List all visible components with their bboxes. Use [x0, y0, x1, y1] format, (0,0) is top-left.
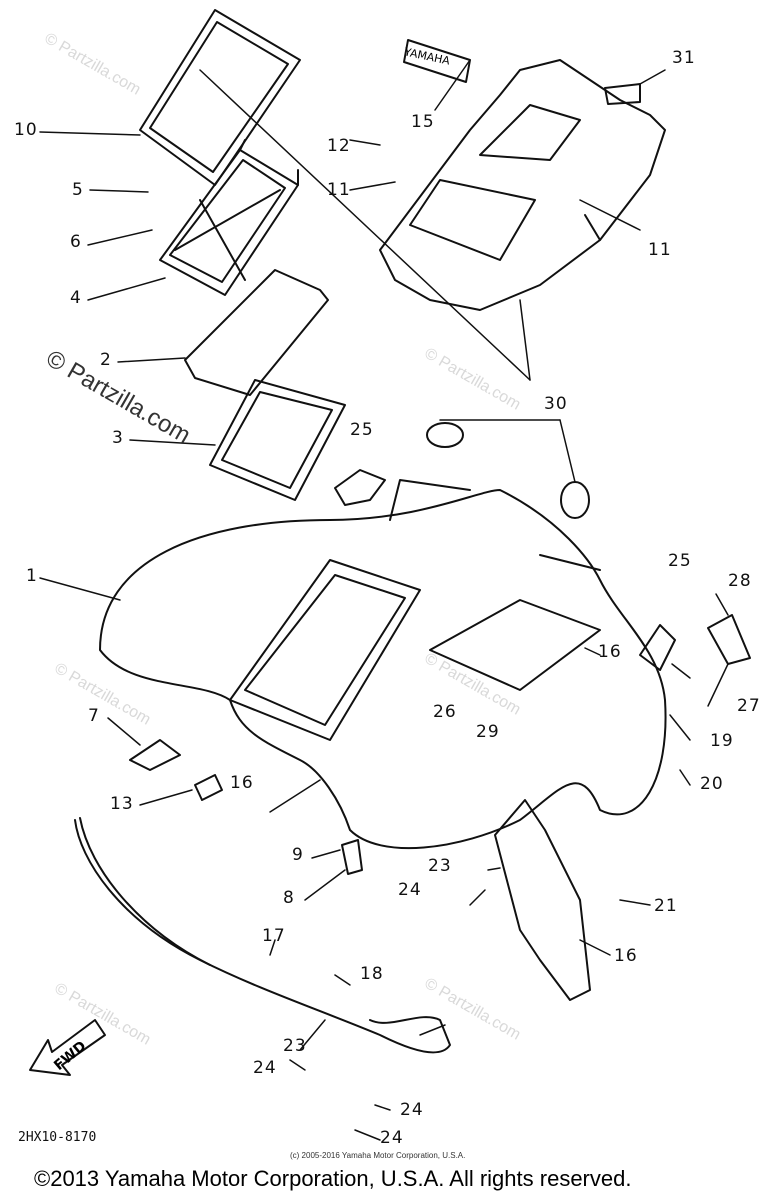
part-4-holder	[159, 139, 299, 296]
callout-19[interactable]: 18	[360, 964, 384, 984]
small-copyright: (c) 2005-2016 Yamaha Motor Corporation, …	[290, 1151, 466, 1160]
callout-24-upper[interactable]: 24	[398, 880, 422, 900]
callout-22[interactable]: 21	[654, 896, 678, 916]
copyright-notice: ©2013 Yamaha Motor Corporation, U.S.A. A…	[34, 1166, 632, 1191]
callout-16-right[interactable]: 16	[598, 642, 622, 662]
part-11-cover	[379, 59, 666, 311]
callout-7[interactable]: 7	[88, 706, 100, 726]
part-18-bar	[74, 817, 451, 1054]
callout-27[interactable]: 27	[737, 696, 761, 716]
callout-24-lower[interactable]: 24	[380, 1128, 404, 1148]
callout-25-left[interactable]: 25	[350, 420, 374, 440]
callout-2[interactable]: 2	[100, 350, 112, 370]
part-10-frame	[139, 9, 301, 186]
callout-6[interactable]: 6	[70, 232, 82, 252]
callout-16-left[interactable]: 16	[230, 773, 254, 793]
callout-29[interactable]: 29	[476, 722, 500, 742]
part-14-clip	[194, 774, 223, 801]
part-3-filter	[209, 379, 346, 501]
leader-lines	[39, 59, 729, 1141]
callout-11[interactable]: 11	[648, 240, 672, 260]
callout-15[interactable]: 15	[411, 112, 435, 132]
callout-12[interactable]: 12	[327, 136, 351, 156]
drawing-code: 2HX10-8170	[18, 1130, 97, 1145]
callout-23-lower[interactable]: 24	[400, 1100, 424, 1120]
callout-25-right[interactable]: 25	[668, 551, 692, 571]
part-25-clip	[334, 469, 676, 671]
callout-17[interactable]: 16	[614, 946, 638, 966]
callout-13[interactable]: 11	[327, 180, 351, 200]
callout-21[interactable]: 20	[700, 774, 724, 794]
callout-9[interactable]: 9	[292, 845, 304, 865]
callout-5[interactable]: 5	[72, 180, 84, 200]
part-15-decal	[403, 39, 471, 83]
callout-4[interactable]: 4	[70, 288, 82, 308]
callout-20[interactable]: 19	[710, 731, 734, 751]
callout-3[interactable]: 3	[112, 428, 124, 448]
callout-8[interactable]: 8	[283, 888, 295, 908]
callout-1[interactable]: 1	[26, 566, 38, 586]
callout-18[interactable]: 17	[262, 926, 286, 946]
part-7-bracket	[129, 739, 181, 771]
callout-14[interactable]: 13	[110, 794, 134, 814]
callout-10[interactable]: 10	[14, 120, 38, 140]
callout-23-upper[interactable]: 23	[428, 856, 452, 876]
callout-30[interactable]: 30	[544, 394, 568, 414]
callout-31[interactable]: 31	[672, 48, 696, 68]
part-31-decal	[604, 83, 641, 105]
part-8-bolt	[341, 839, 363, 875]
part-1-fender	[99, 479, 667, 850]
part-28-decal	[707, 614, 751, 665]
fwd-arrow	[29, 1019, 106, 1076]
callout-23-left[interactable]: 23	[283, 1036, 307, 1056]
callout-28[interactable]: 28	[728, 571, 752, 591]
callout-24-left[interactable]: 24	[253, 1058, 277, 1078]
callout-26[interactable]: 26	[433, 702, 457, 722]
part-17-flap	[494, 799, 591, 1001]
part-2-panel	[184, 269, 329, 396]
